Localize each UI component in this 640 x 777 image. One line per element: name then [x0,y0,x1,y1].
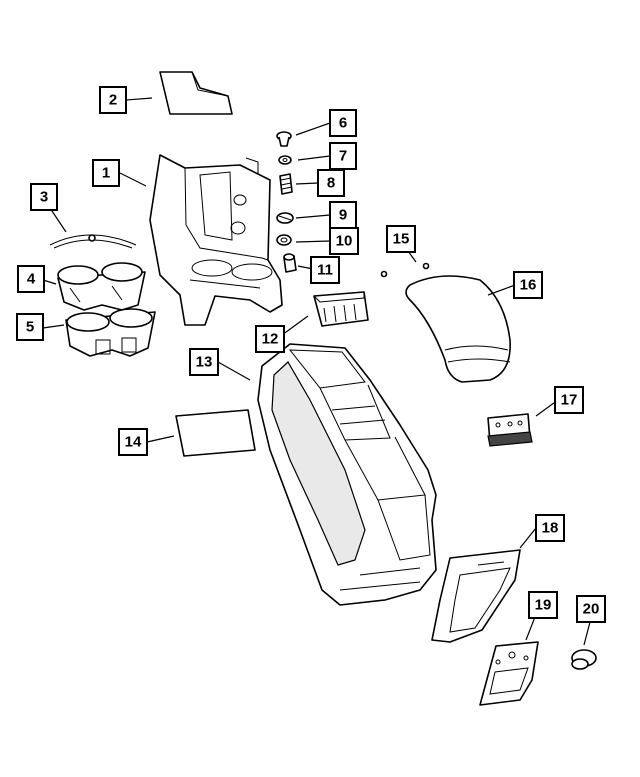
callout-2: 2 [99,86,127,114]
part-11-socket [283,253,297,273]
part-2-pad [159,71,233,115]
callout-5: 5 [16,313,44,341]
part-8-bolt [279,173,293,195]
callout-label: 11 [317,262,333,279]
callout-label: 17 [561,392,578,409]
part-1-front-bezel [149,154,283,326]
callout-label: 4 [27,271,36,288]
part-14-mat [175,409,256,457]
part-7-nut [278,155,292,165]
part-20-knob [571,649,597,670]
callout-13: 13 [189,348,219,376]
callout-8: 8 [317,169,345,197]
callout-label: 18 [542,520,559,537]
callout-label: 14 [125,434,142,451]
callout-label: 19 [535,597,552,614]
callout-16: 16 [513,271,543,299]
callout-label: 3 [40,189,48,206]
callout-label: 6 [339,115,347,132]
callout-label: 20 [583,601,600,618]
callout-label: 16 [520,277,537,294]
callout-11: 11 [310,256,340,284]
callout-17: 17 [554,386,584,414]
part-12-bin [313,291,369,327]
part-3-clip [49,234,137,249]
callout-label: 10 [336,233,353,250]
part-15-clips [380,262,430,278]
callout-label: 9 [339,207,347,224]
part-6-fastener [276,131,292,147]
callout-10: 10 [329,227,359,255]
callout-7: 7 [329,142,357,170]
callout-label: 15 [393,231,410,248]
callout-12: 12 [255,325,285,353]
callout-20: 20 [576,595,606,623]
part-16-armrest-lid [405,275,511,383]
callout-15: 15 [386,225,416,253]
part-5-cup-insert [65,308,156,357]
callout-1: 1 [92,159,120,187]
part-17-switch-module [487,413,533,447]
callout-label: 2 [109,92,117,109]
callout-9: 9 [329,201,357,229]
callout-label: 12 [262,331,279,348]
callout-14: 14 [118,428,148,456]
callout-3: 3 [30,183,58,211]
callout-label: 13 [196,354,213,371]
part-4-cup-holder [57,262,146,311]
part-10-nut [276,234,292,246]
part-9-fastener [276,212,294,224]
callout-19: 19 [528,591,558,619]
callout-4: 4 [17,265,45,293]
part-13-console-body [257,343,437,606]
part-19-vent [479,641,539,706]
callout-label: 1 [102,165,110,182]
callout-label: 8 [327,175,335,192]
callout-label: 7 [339,148,347,165]
callout-6: 6 [329,109,357,137]
callout-label: 5 [26,319,34,336]
callout-18: 18 [535,514,565,542]
part-18-rear-panel [431,549,521,643]
